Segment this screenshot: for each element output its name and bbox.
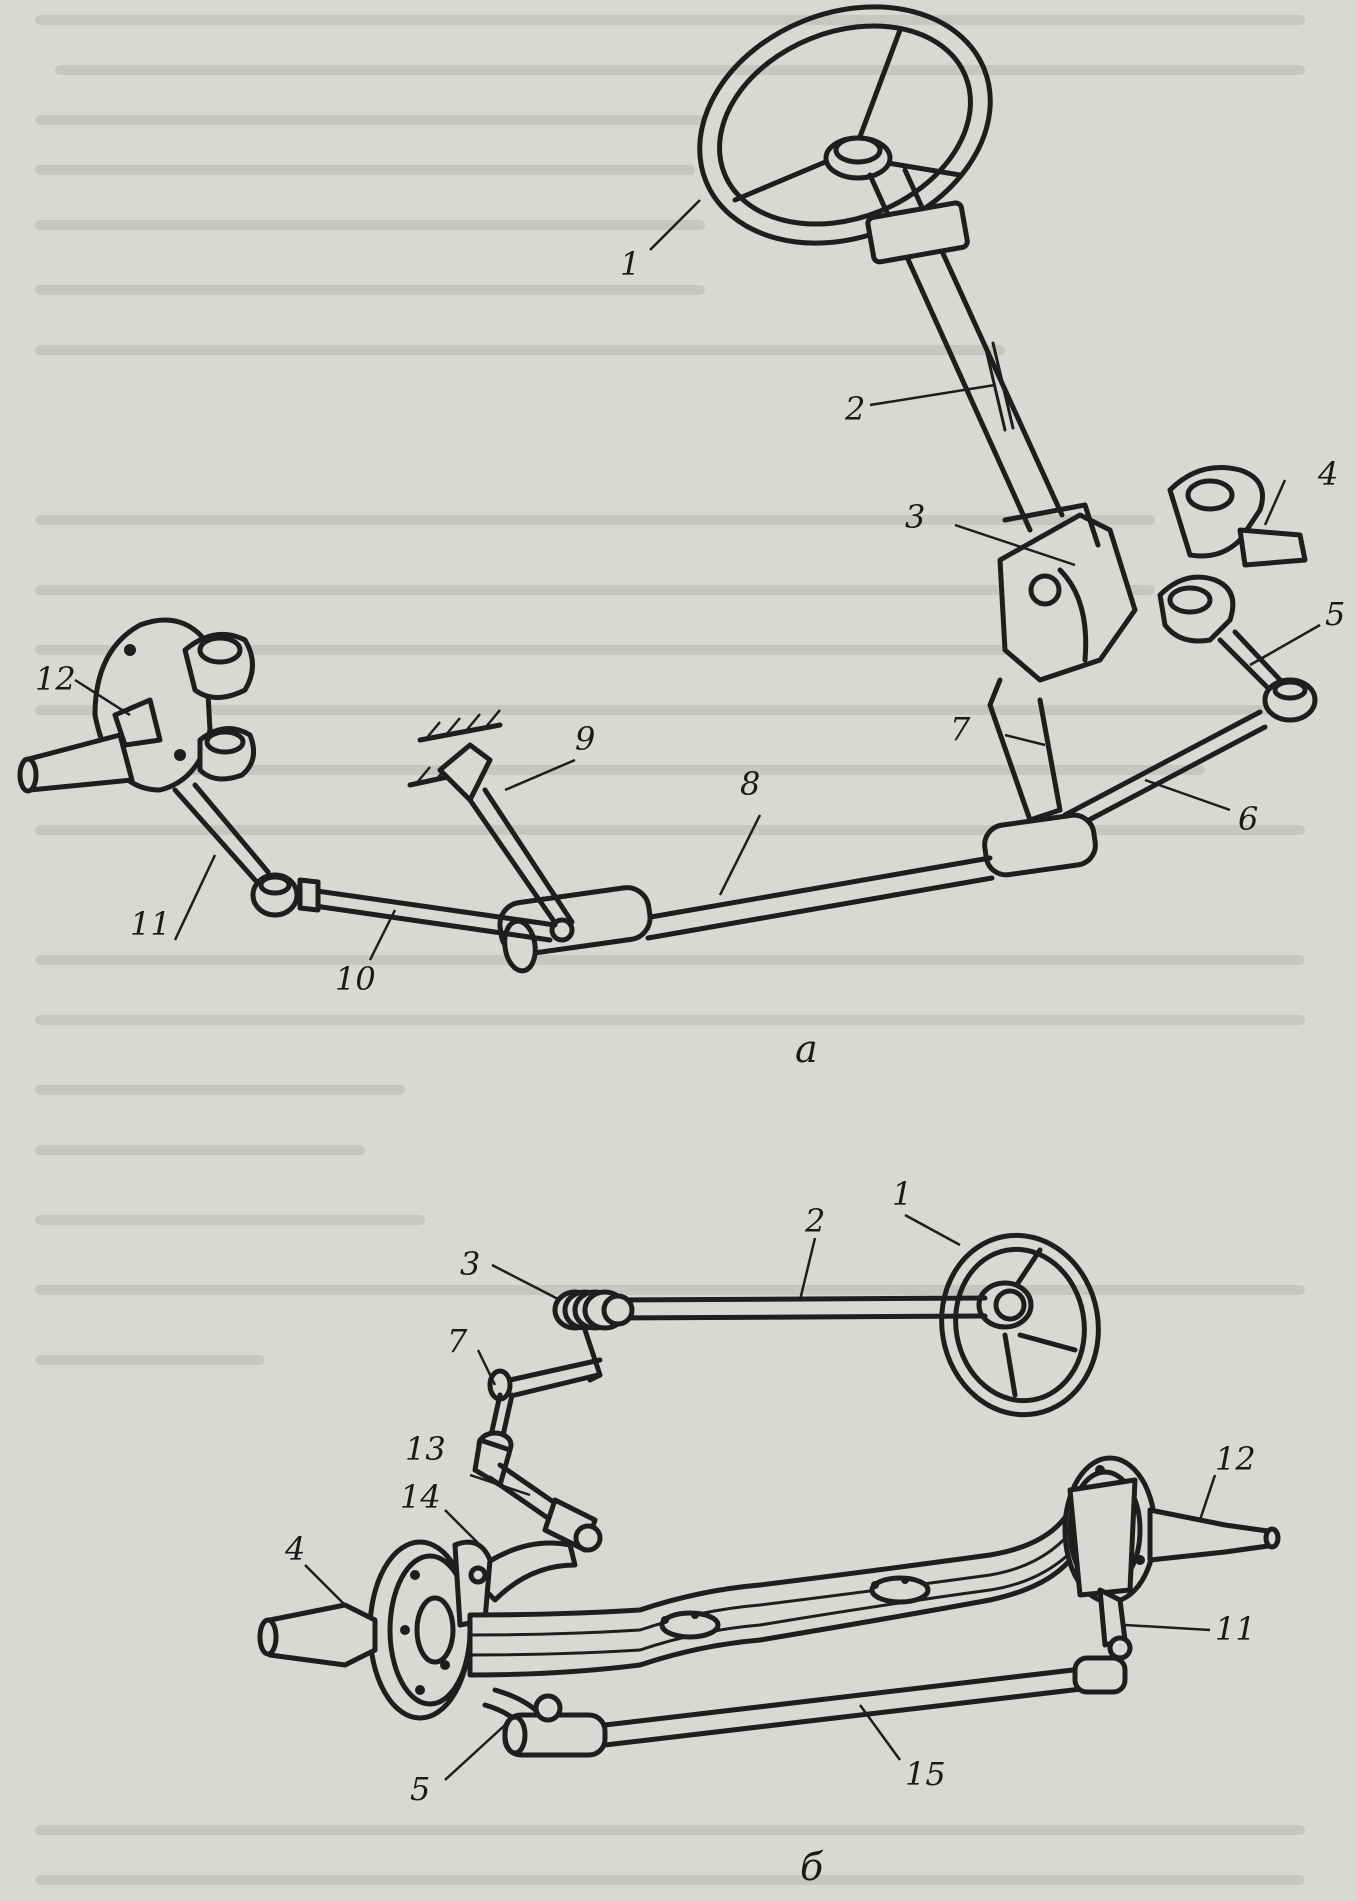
label-b-12: 12 [1215, 1440, 1256, 1478]
label-b-4: 4 [284, 1530, 305, 1568]
label-a-7: 7 [950, 710, 971, 748]
tie-rod-left-a [250, 872, 558, 943]
drag-link-b [472, 1437, 603, 1553]
part-labels-b: 1 2 3 7 13 14 4 12 11 5 15 [284, 1175, 1256, 1808]
label-a-12: 12 [35, 660, 76, 698]
steering-arm-b [467, 1540, 578, 1603]
diagram-a: 1 2 3 4 5 6 7 8 9 10 11 12 а [17, 4, 1345, 1071]
steering-shaft-b [612, 1295, 988, 1321]
pitman-arm-a [987, 677, 1063, 823]
label-b-2: 2 [804, 1202, 825, 1240]
tie-rod-right-a [1062, 709, 1268, 833]
label-a-11: 11 [130, 905, 171, 943]
diagram-b: 1 2 3 7 13 14 4 12 11 5 15 б [257, 1175, 1281, 1889]
label-b-5: 5 [410, 1770, 430, 1808]
label-b-13: 13 [405, 1430, 446, 1468]
label-b-1: 1 [892, 1175, 912, 1213]
steering-gearbox-a [997, 502, 1138, 683]
steering-wheel-a [697, 4, 993, 246]
leader-lines-a [74, 199, 1321, 961]
label-a-5: 5 [1325, 595, 1345, 633]
idler-arm-a [407, 709, 575, 943]
leader-lines-b [304, 1213, 1217, 1781]
label-a-1: 1 [620, 245, 640, 283]
steering-wheel-b [939, 1232, 1101, 1418]
label-a-4: 4 [1317, 455, 1338, 493]
label-a-9: 9 [575, 720, 595, 758]
part-labels-a: 1 2 3 4 5 6 7 8 9 10 11 12 [35, 245, 1345, 998]
label-a-10: 10 [335, 960, 376, 998]
steering-column-a [865, 167, 1065, 533]
label-b-14: 14 [400, 1478, 441, 1516]
label-b-7: 7 [447, 1322, 468, 1360]
label-b-11: 11 [1215, 1610, 1256, 1648]
left-knuckle-a [17, 617, 271, 883]
label-a-3: 3 [905, 498, 925, 536]
label-a-8: 8 [740, 765, 760, 803]
caption-b: б [800, 1845, 824, 1889]
center-link-a [497, 812, 1098, 974]
label-b-15: 15 [905, 1755, 946, 1793]
tie-rod-b [482, 1635, 1133, 1758]
caption-a: а [795, 1027, 818, 1071]
worm-gear-b [552, 1289, 635, 1383]
label-a-6: 6 [1238, 800, 1258, 838]
label-a-2: 2 [844, 390, 865, 428]
left-hub-b [257, 1539, 493, 1721]
label-b-3: 3 [460, 1245, 480, 1283]
right-knuckle-a [1157, 465, 1318, 723]
right-hub-b [1062, 1455, 1281, 1648]
pitman-arm-b [476, 1357, 603, 1460]
